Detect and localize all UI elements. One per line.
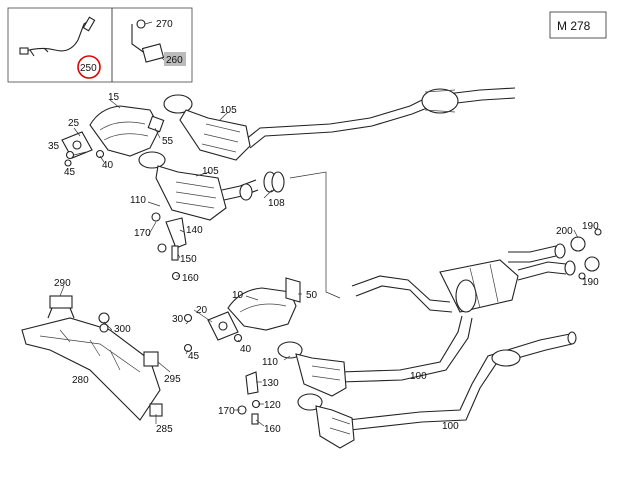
callout-30: 30 xyxy=(172,314,184,325)
callout-190-bottom: 190 xyxy=(582,277,599,288)
model-code: M 278 xyxy=(557,19,591,33)
bolts-30-45 xyxy=(183,313,243,353)
callout-270: 270 xyxy=(156,19,173,30)
callout-45-upper: 45 xyxy=(64,167,76,178)
callout-105-middle: 105 xyxy=(202,166,219,177)
catalytic-converter-lower-1 xyxy=(277,341,347,397)
callout-120: 120 xyxy=(264,400,281,411)
callout-170-upper: 170 xyxy=(134,228,151,239)
bolts-35-45 xyxy=(64,149,105,167)
bracket-140 xyxy=(151,212,187,281)
callout-150: 150 xyxy=(180,254,197,265)
callout-108: 108 xyxy=(268,198,285,209)
inset-panel-sensor-bracket xyxy=(111,7,193,83)
callout-100-lower: 100 xyxy=(442,421,459,432)
callout-260-box xyxy=(164,52,186,66)
catalytic-converter-middle xyxy=(138,151,259,221)
callout-105-upper: 105 xyxy=(220,105,237,116)
exhaust-manifold-upper xyxy=(89,105,165,157)
callout-250: 250 xyxy=(80,63,97,74)
callout-200: 200 xyxy=(556,226,573,237)
bracket-130 xyxy=(237,371,261,425)
callout-190-top: 190 xyxy=(582,221,599,232)
rear-pipe-assembly xyxy=(351,243,576,313)
callout-55: 55 xyxy=(162,136,174,147)
clamps-190-200 xyxy=(570,228,602,280)
callout-100-upper: 100 xyxy=(410,371,427,382)
callout-160-lower: 160 xyxy=(264,424,281,435)
crossmember-280 xyxy=(21,295,163,421)
catalytic-converter-lower-2 xyxy=(297,393,355,449)
callout-280: 280 xyxy=(72,375,89,386)
callout-285: 285 xyxy=(156,424,173,435)
clamp-108 xyxy=(263,171,285,193)
callout-25: 25 xyxy=(68,118,80,129)
highlight-circle-250 xyxy=(77,55,101,79)
callout-295: 295 xyxy=(164,374,181,385)
callout-290: 290 xyxy=(54,278,71,289)
callout-20: 20 xyxy=(196,305,208,316)
front-pipe-lower xyxy=(347,331,577,431)
model-code-box xyxy=(549,11,607,39)
upper-pipe-assembly xyxy=(244,87,516,149)
callout-15: 15 xyxy=(108,92,120,103)
callout-130: 130 xyxy=(262,378,279,389)
catalytic-converter-upper xyxy=(163,94,251,161)
callout-110-lower: 110 xyxy=(262,357,278,368)
callout-labels: 250 270 260 M 278 15 105 25 55 35 40 45 … xyxy=(48,19,599,435)
exhaust-manifold-lower xyxy=(227,277,301,331)
callout-260: 260 xyxy=(166,55,183,66)
callout-35: 35 xyxy=(48,141,60,152)
front-pipe-upper xyxy=(339,315,473,383)
callout-160-upper: 160 xyxy=(182,273,199,284)
callout-50: 50 xyxy=(306,290,318,301)
leader-lines xyxy=(59,99,579,427)
callout-110-upper: 110 xyxy=(130,195,146,206)
callout-300: 300 xyxy=(114,324,131,335)
callout-140: 140 xyxy=(186,225,203,236)
callout-10: 10 xyxy=(232,290,244,301)
gasket-20 xyxy=(207,311,239,341)
callout-45-lower: 45 xyxy=(188,351,200,362)
callout-40-upper: 40 xyxy=(102,160,114,171)
callout-40-lower: 40 xyxy=(240,344,252,355)
callout-170-lower: 170 xyxy=(218,406,235,417)
